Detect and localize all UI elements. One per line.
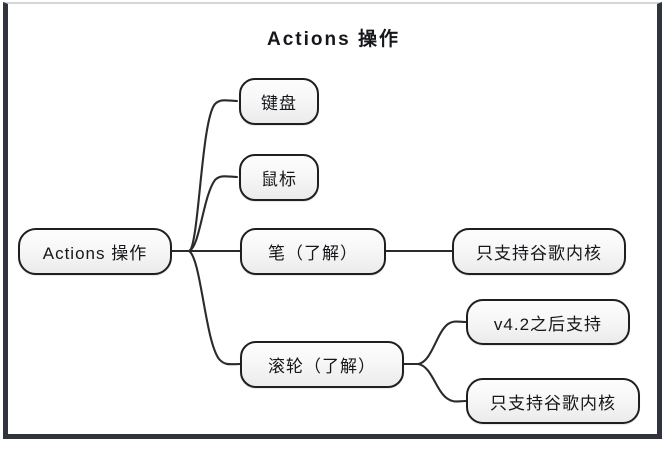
mindmap-node-keyboard-label: 键盘 <box>261 94 297 113</box>
mindmap-node-pen-chromium-only-label: 只支持谷歌内核 <box>476 244 602 263</box>
edge-root-mouse <box>187 175 239 253</box>
edge-root-wheel <box>187 249 242 366</box>
mindmap-node-mouse[interactable]: 鼠标 <box>239 154 319 201</box>
mindmap-node-wheel-v42-label: v4.2之后支持 <box>493 314 603 334</box>
edge-root-keyboard <box>187 99 239 253</box>
mindmap-node-wheel-v42[interactable]: v4.2之后支持 <box>466 299 630 345</box>
mindmap-node-pen-chromium-only[interactable]: 只支持谷歌内核 <box>452 228 626 275</box>
mindmap-node-wheel-chromium-only-label: 只支持谷歌内核 <box>490 393 616 413</box>
diagram-title: Actions 操作 <box>267 29 400 50</box>
mindmap-node-pen[interactable]: 笔（了解） <box>240 228 386 275</box>
mindmap-node-root[interactable]: Actions 操作 <box>18 228 172 275</box>
mindmap-node-wheel-label: 滚轮（了解） <box>268 357 376 376</box>
mindmap-node-wheel-chromium-only[interactable]: 只支持谷歌内核 <box>466 378 640 424</box>
mindmap-node-keyboard[interactable]: 键盘 <box>239 78 319 125</box>
mindmap-node-mouse-label: 鼠标 <box>261 170 297 189</box>
mindmap-node-pen-label: 笔（了解） <box>268 244 358 263</box>
mindmap-node-wheel[interactable]: 滚轮（了解） <box>240 341 404 388</box>
edge-wheel-chromium <box>416 362 468 403</box>
mindmap-node-root-label: Actions 操作 <box>42 244 148 263</box>
edge-wheel-v42 <box>416 320 468 366</box>
